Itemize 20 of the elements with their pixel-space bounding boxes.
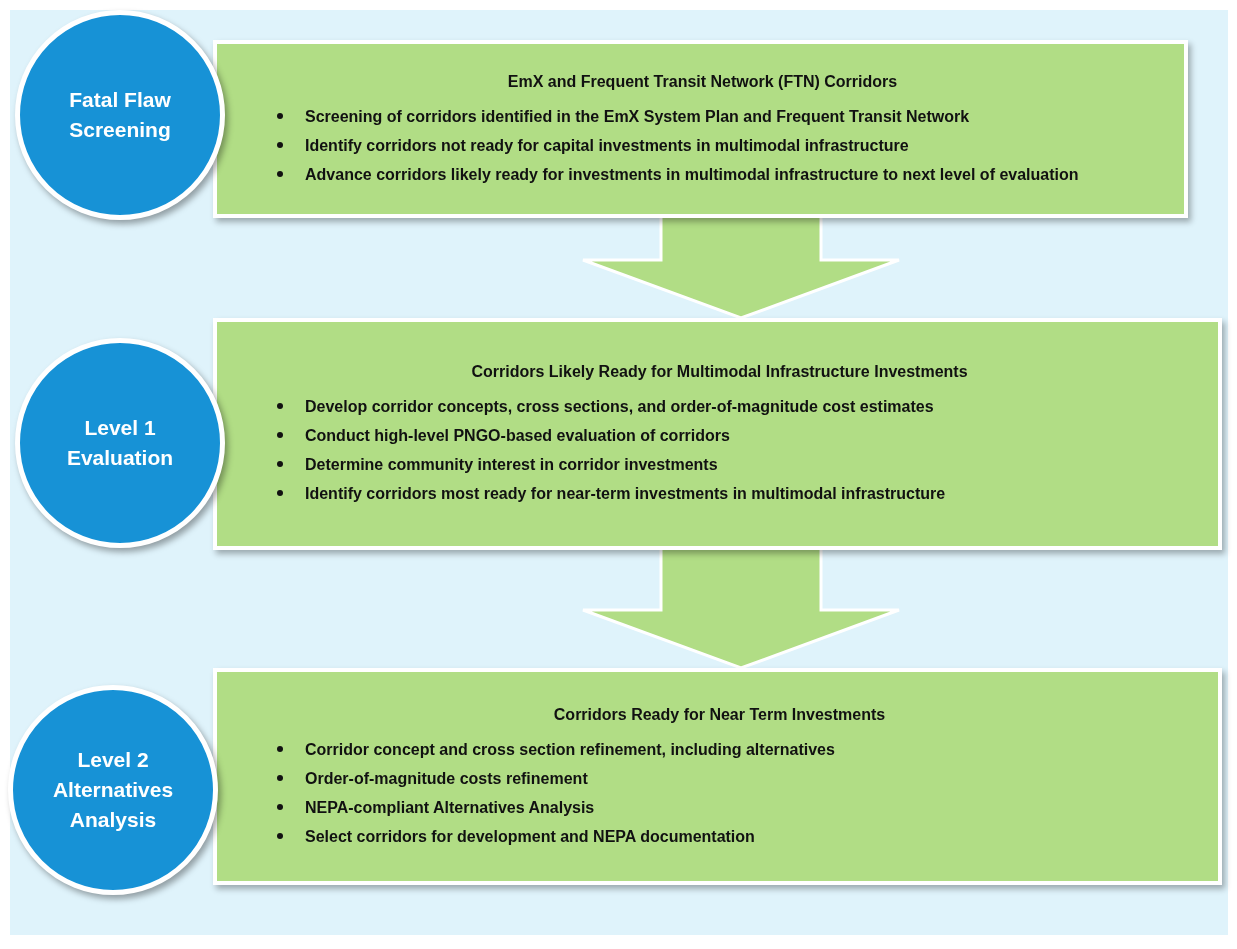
box-heading: EmX and Frequent Transit Network (FTN) Corridors	[506, 71, 899, 92]
bullet-text: Screening of corridors identified in the EmX System Plan and Frequent Transit Network	[305, 106, 970, 127]
stage-box	[213, 318, 1222, 550]
stage-box	[213, 40, 1188, 218]
bullet-text: NEPA-compliant Alternatives Analysis	[305, 797, 595, 818]
bullet-text: Develop corridor concepts, cross sections, and order-of-magnitude cost estimates	[305, 397, 934, 417]
box-heading: Corridors Ready for Near Term Investments	[552, 704, 887, 725]
stage-title: Level 1 Evaluation	[65, 415, 175, 471]
bullet-text: Conduct high-level PNGO-based evaluation of corridors	[305, 426, 730, 446]
bullet-text: Corridor concept and cross section refinement, including alternatives	[305, 739, 835, 760]
bullet-text: Identify corridors most ready for near-term investments in multimodal infrastructure	[305, 484, 946, 504]
stage-title: Fatal Flaw Screening	[68, 87, 172, 143]
bullet-text: Advance corridors likely ready for investments in multimodal infrastructure to next level of evaluation	[305, 164, 1079, 185]
bullet-text: Order-of-magnitude costs refinement	[305, 768, 588, 789]
stage-box	[213, 668, 1222, 885]
bullet-text: Identify corridors not ready for capital investments in multimodal infrastructure	[305, 135, 909, 156]
bullet-text: Select corridors for development and NEPA documentation	[305, 826, 755, 847]
box-heading: Corridors Likely Ready for Multimodal Infrastructure Investments	[470, 362, 969, 382]
stage-title: Level 2 Alternatives Analysis	[51, 747, 175, 833]
bullet-text: Determine community interest in corridor investments	[305, 455, 718, 475]
